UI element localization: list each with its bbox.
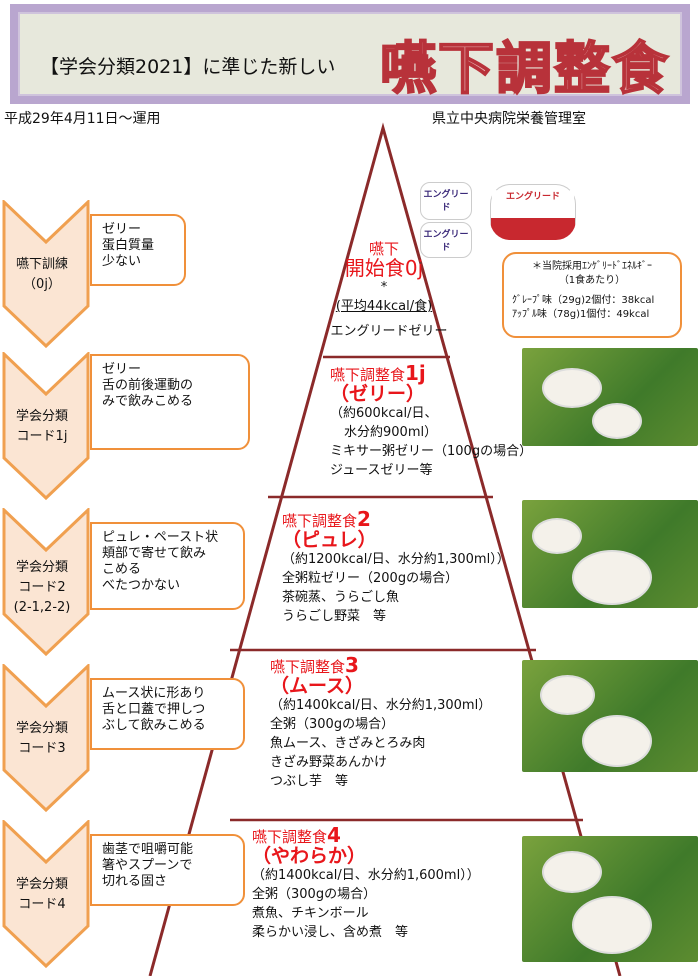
level-detail: 全粥粒ゼリー（200gの場合） [282, 571, 459, 586]
meal-photo-2 [522, 500, 698, 608]
level-detail: 全粥（300gの場合） [252, 887, 377, 902]
level-code-label: 学会分類 コード1j [15, 409, 68, 444]
subtitle: 【学会分類2021】に準じた新しい [40, 56, 336, 78]
level-code-chevron: 学会分類 コード1j [2, 352, 90, 502]
start-date: 平成29年4月11日～運用 [4, 111, 161, 127]
level-name: 嚥下調整食4 [252, 823, 341, 847]
title-banner: 【学会分類2021】に準じた新しい 嚥下調整食 [10, 4, 690, 104]
level-3-text: 嚥下調整食3（ムース）（約1400kcal/日、水分約1,300ml） 全粥（30… [270, 653, 492, 791]
level-2-text: 嚥下調整食2（ピュレ）（約1200kcal/日、水分約1,300ml）） 全粥粒ゼ… [282, 507, 510, 626]
level-detail: 水分約900ml） [344, 425, 438, 440]
product-grape-2: エングリード [420, 222, 472, 258]
level-detail: 煮魚、チキンボール [252, 906, 369, 921]
level-description: ピュレ・ペースト状 頬部で寄せて飲み こめる べたつかない [90, 522, 245, 610]
level-code-label: 学会分類 コード2 (2-1,2-2) [13, 560, 71, 615]
meal-photo-1j [522, 348, 698, 446]
level-detail: ミキサー粥ゼリー（100gの場合） [330, 444, 533, 459]
level-detail: 茶碗蒸、うらごし魚 [282, 590, 400, 605]
level-detail: 柔らかい浸し、含め煮 等 [252, 925, 409, 940]
level-code-label: 嚥下訓練 （0j） [15, 257, 68, 292]
meal-photo-4 [522, 836, 698, 962]
level-code-label: 学会分類 コード4 [15, 877, 68, 912]
level-code-label: 学会分類 コード3 [15, 721, 68, 756]
level-detail: 全粥（300gの場合） [270, 717, 395, 732]
level-type: （ピュレ） [282, 529, 377, 551]
level-detail: ジュースゼリー等 [330, 463, 433, 478]
level-name: 嚥下調整食1j [330, 361, 426, 385]
level-detail: （約1400kcal/日、水分約1,300ml） [270, 698, 492, 713]
level-code-chevron: 学会分類 コード2 (2-1,2-2) [2, 508, 90, 658]
product-apple: エングリード [490, 184, 576, 240]
level-type: （ゼリー） [330, 383, 426, 405]
level-code-chevron: 学会分類 コード3 [2, 664, 90, 814]
meal-photo-3 [522, 660, 698, 772]
level-0j: 嚥下 開始食0j * (平均44kcal/食) エングリードゼリー [330, 240, 448, 339]
page-title: 嚥下調整食 [379, 36, 670, 103]
level-description: 歯茎で咀嚼可能 箸やスプーンで 切れる固さ [90, 834, 245, 906]
level-description: ゼリー 蛋白質量 少ない [90, 214, 186, 286]
energy-note: ＊当院採用ｴﾝｹﾞﾘｰﾄﾞｴﾈﾙｷﾞｰ （1食あたり） ｸﾞﾚｰﾌﾟ味（29g)… [502, 252, 682, 338]
level-description: ゼリー 舌の前後運動の みで飲みこめる [90, 354, 250, 450]
level-detail: 魚ムース、きざみとろみ肉 [270, 736, 426, 751]
level-detail: うらごし野菜 等 [282, 609, 387, 624]
level-4-text: 嚥下調整食4（やわらか）（約1400kcal/日、水分約1,600ml）） 全粥（… [252, 823, 480, 942]
level-1-text: 嚥下調整食1j（ゼリー）（約600kcal/日、水分約900ml） ミキサー粥ゼリ… [330, 361, 533, 480]
product-grape-1: エングリード [420, 182, 472, 220]
level-detail: きざみ野菜あんかけ [270, 755, 388, 770]
level-detail: （約600kcal/日、 [330, 406, 438, 421]
level-name: 嚥下調整食2 [282, 507, 371, 531]
level-code-chevron: 嚥下訓練 （0j） [2, 200, 90, 350]
level-detail: （約1400kcal/日、水分約1,600ml）） [252, 868, 480, 883]
level-detail: （約1200kcal/日、水分約1,300ml）） [282, 552, 510, 567]
level-detail: つぶし芋 等 [270, 774, 349, 789]
level-name: 嚥下調整食3 [270, 653, 359, 677]
level-code-chevron: 学会分類 コード4 [2, 820, 90, 970]
level-description: ムース状に形あり 舌と口蓋で押しつ ぶして飲みこめる [90, 678, 245, 750]
level-type: （ムース） [270, 675, 365, 697]
organization: 県立中央病院栄養管理室 [432, 111, 586, 127]
level-type: （やわらか） [252, 845, 367, 867]
